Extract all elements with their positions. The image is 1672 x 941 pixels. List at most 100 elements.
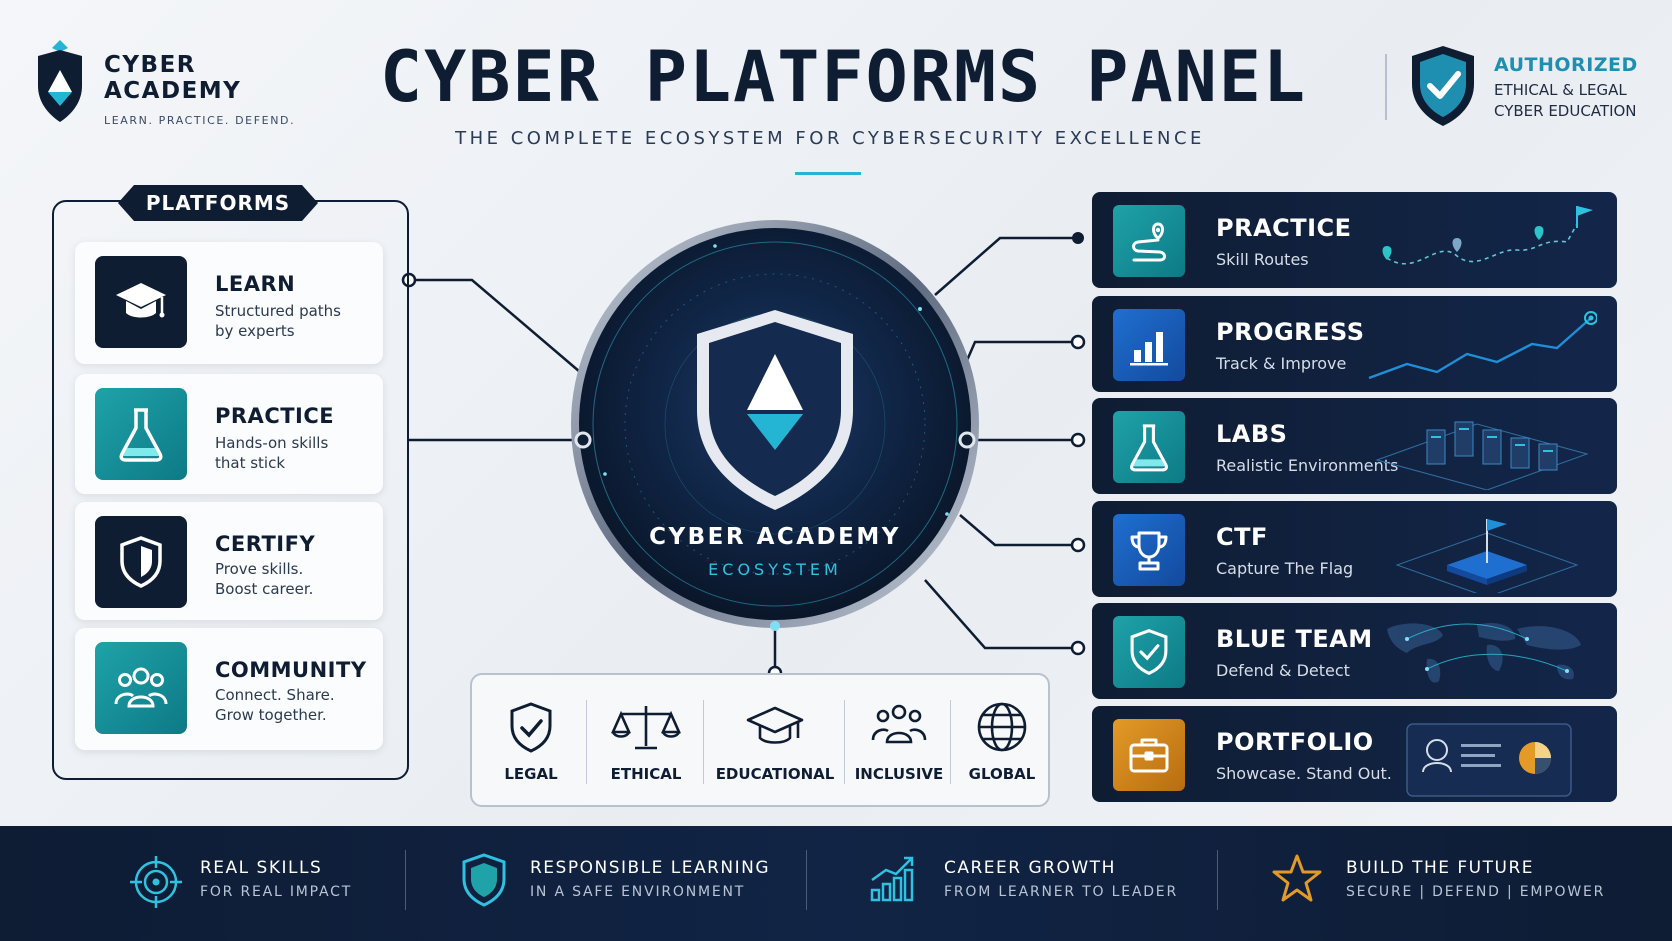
shield-check-icon xyxy=(510,702,552,753)
module-desc: Capture The Flag xyxy=(1216,559,1354,578)
value-label: GLOBAL xyxy=(968,765,1036,783)
value-label: INCLUSIVE xyxy=(854,765,944,783)
module-card-progress[interactable]: PROGRESS Track & Improve xyxy=(1092,296,1617,392)
header-divider xyxy=(1385,54,1387,120)
star-icon xyxy=(1272,854,1322,902)
value-divider xyxy=(586,700,587,784)
module-desc: Track & Improve xyxy=(1216,354,1347,373)
module-desc: Defend & Detect xyxy=(1216,661,1350,680)
people-icon xyxy=(871,704,927,744)
platform-title: PRACTICE xyxy=(215,404,335,428)
connector-r4 xyxy=(959,514,1078,547)
flask-icon xyxy=(95,388,187,480)
platform-desc: Boost career. xyxy=(215,580,314,598)
footer-title: REAL SKILLS xyxy=(200,858,323,878)
module-card-practice[interactable]: PRACTICE Skill Routes xyxy=(1092,192,1617,288)
connector-learn xyxy=(409,278,581,373)
value-divider xyxy=(950,700,951,784)
connector-r2 xyxy=(963,340,1078,366)
route-path-graphic xyxy=(1382,206,1593,265)
footer-title: RESPONSIBLE LEARNING xyxy=(530,858,771,878)
hub-title: CYBER ACADEMY xyxy=(649,524,901,550)
scales-icon xyxy=(610,706,682,750)
module-desc: Skill Routes xyxy=(1216,250,1309,269)
platform-card-certify[interactable]: CERTIFY Prove skills. Boost career. xyxy=(75,502,383,620)
value-global xyxy=(947,700,1057,754)
people-icon xyxy=(95,642,187,734)
flask-icon xyxy=(1113,411,1185,483)
connector-r5 xyxy=(924,579,1078,650)
footer-subtitle: FROM LEARNER TO LEADER xyxy=(944,884,1178,900)
module-title: LABS xyxy=(1216,420,1288,448)
capture-flag-graphic xyxy=(1395,519,1579,593)
platform-title: COMMUNITY xyxy=(215,658,367,682)
platform-title: LEARN xyxy=(215,272,296,296)
module-title: PRACTICE xyxy=(1216,214,1352,242)
footer-item-build-future: BUILD THE FUTURE SECURE | DEFEND | EMPOW… xyxy=(1270,848,1603,918)
footer-subtitle: IN A SAFE ENVIRONMENT xyxy=(530,884,746,900)
module-card-labs[interactable]: LABS Realistic Environments xyxy=(1092,398,1617,494)
platforms-badge: PLATFORMS xyxy=(118,185,318,221)
platform-desc: Prove skills. xyxy=(215,560,304,578)
shield-icon xyxy=(95,516,187,608)
server-rack-graphic xyxy=(1375,421,1589,490)
module-title: CTF xyxy=(1216,523,1268,551)
trophy-icon xyxy=(1113,514,1185,586)
graduation-cap-icon xyxy=(746,706,804,744)
module-title: PROGRESS xyxy=(1216,318,1365,346)
authorized-title: AUTHORIZED xyxy=(1494,54,1638,76)
platform-desc: Grow together. xyxy=(215,706,327,724)
footer-divider xyxy=(405,850,406,910)
module-card-blue-team[interactable]: BLUE TEAM Defend & Detect xyxy=(1092,603,1617,699)
platform-desc: Hands-on skills xyxy=(215,434,329,452)
authorized-line-2: CYBER EDUCATION xyxy=(1494,102,1637,120)
value-educational xyxy=(720,700,830,754)
value-legal xyxy=(476,700,586,754)
brand-tagline: LEARN. PRACTICE. DEFEND. xyxy=(104,114,296,127)
value-divider xyxy=(844,700,845,784)
footer-subtitle: SECURE | DEFEND | EMPOWER xyxy=(1346,884,1606,900)
footer-item-real-skills: REAL SKILLS FOR REAL IMPACT xyxy=(128,848,398,918)
footer-divider xyxy=(1217,850,1218,910)
values-panel xyxy=(470,673,1050,807)
value-label: ETHICAL xyxy=(610,765,682,783)
module-title: BLUE TEAM xyxy=(1216,625,1373,653)
platform-card-community[interactable]: COMMUNITY Connect. Share. Grow together. xyxy=(75,628,383,750)
module-card-portfolio[interactable]: PORTFOLIO Showcase. Stand Out. xyxy=(1092,706,1617,802)
footer-subtitle: FOR REAL IMPACT xyxy=(200,884,353,900)
platform-desc: Structured paths xyxy=(215,302,341,320)
shield-icon xyxy=(462,853,506,907)
brand-name: CYBER ACADEMY xyxy=(104,52,241,104)
connector-r1 xyxy=(934,236,1078,296)
platform-desc: Connect. Share. xyxy=(215,686,335,704)
footer-title: CAREER GROWTH xyxy=(944,858,1116,878)
footer-title: BUILD THE FUTURE xyxy=(1346,858,1534,878)
target-icon xyxy=(130,856,182,908)
footer-item-career-growth: CAREER GROWTH FROM LEARNER TO LEADER xyxy=(868,848,1198,918)
bar-chart-icon xyxy=(1113,309,1185,381)
ecosystem-hub xyxy=(571,220,979,631)
shield-check-icon xyxy=(1412,46,1474,126)
page-title: CYBER PLATFORMS PANEL xyxy=(380,36,1308,118)
module-title: PORTFOLIO xyxy=(1216,728,1374,756)
value-inclusive xyxy=(844,700,954,754)
platform-card-learn[interactable]: LEARN Structured paths by experts xyxy=(75,242,383,364)
briefcase-icon xyxy=(1113,719,1185,791)
growth-chart-icon xyxy=(870,856,914,902)
shield-check-icon xyxy=(1113,616,1185,688)
value-divider xyxy=(703,700,704,784)
profile-card-graphic xyxy=(1406,723,1572,797)
value-label: LEGAL xyxy=(504,765,558,783)
authorized-line-1: ETHICAL & LEGAL xyxy=(1494,81,1627,99)
world-map-graphic xyxy=(1387,622,1581,683)
platform-title: CERTIFY xyxy=(215,532,316,556)
module-card-ctf[interactable]: CTF Capture The Flag xyxy=(1092,501,1617,597)
value-ethical xyxy=(591,700,701,754)
value-label: EDUCATIONAL xyxy=(715,765,835,783)
brand-name-line1: CYBER xyxy=(104,52,196,78)
graduation-cap-icon xyxy=(95,256,187,348)
footer-bar xyxy=(0,826,1672,941)
page-subtitle: THE COMPLETE ECOSYSTEM FOR CYBERSECURITY… xyxy=(455,128,1205,149)
platform-card-practice[interactable]: PRACTICE Hands-on skills that stick xyxy=(75,374,383,494)
progress-line-graphic xyxy=(1368,311,1597,380)
